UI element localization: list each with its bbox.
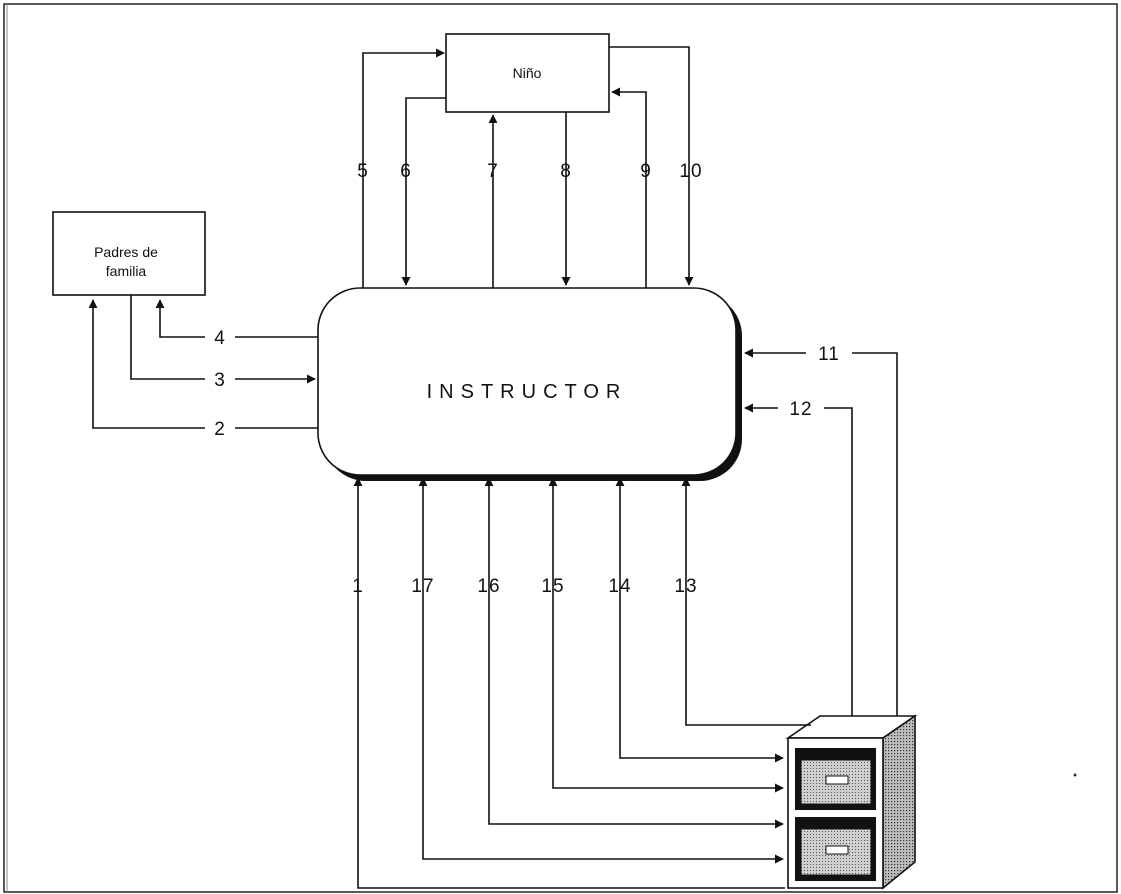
flow-17: 17 bbox=[411, 478, 783, 859]
flow-10-label: 10 bbox=[679, 161, 702, 182]
flow-7-label: 7 bbox=[487, 161, 499, 182]
flow-10: 10 bbox=[609, 47, 703, 285]
flow-3-label: 3 bbox=[214, 370, 226, 391]
flow-9-label: 9 bbox=[640, 161, 652, 182]
flow-13: 13 bbox=[674, 478, 811, 725]
stray-dot bbox=[1074, 774, 1077, 777]
flow-15: 15 bbox=[541, 478, 783, 788]
instructor-node: INSTRUCTOR bbox=[318, 288, 742, 481]
flow-16: 16 bbox=[477, 478, 783, 824]
flow-14-label: 14 bbox=[608, 576, 631, 597]
flow-1-label: 1 bbox=[352, 576, 364, 597]
flow-7: 7 bbox=[487, 115, 499, 288]
flow-2-label: 2 bbox=[214, 419, 226, 440]
parents-node: Padres de familia bbox=[53, 212, 205, 295]
flow-8: 8 bbox=[560, 112, 572, 285]
flow-9: 9 bbox=[612, 92, 652, 288]
flow-16-label: 16 bbox=[477, 576, 500, 597]
flow-17-label: 17 bbox=[411, 576, 434, 597]
flow-6: 6 bbox=[400, 98, 446, 285]
flow-13-label: 13 bbox=[674, 576, 697, 597]
flow-14: 14 bbox=[608, 478, 783, 758]
flow-11-label: 11 bbox=[818, 344, 840, 365]
flow-8-label: 8 bbox=[560, 161, 572, 182]
flow-4-label: 4 bbox=[214, 328, 226, 349]
flow-15-label: 15 bbox=[541, 576, 564, 597]
flow-12: 12 bbox=[745, 397, 852, 716]
flow-1: 1 bbox=[352, 478, 785, 888]
flow-6-label: 6 bbox=[400, 161, 412, 182]
parents-node-label-line2: familia bbox=[106, 263, 147, 279]
child-node-label: Niño bbox=[513, 65, 542, 81]
instructor-node-label: INSTRUCTOR bbox=[427, 381, 628, 403]
flow-12-label: 12 bbox=[789, 399, 812, 420]
flow-4: 4 bbox=[160, 300, 318, 349]
child-node: Niño bbox=[446, 34, 609, 112]
flow-5-label: 5 bbox=[357, 161, 369, 182]
parents-node-label-line1: Padres de bbox=[94, 244, 158, 260]
filing-cabinet-icon bbox=[788, 716, 915, 888]
